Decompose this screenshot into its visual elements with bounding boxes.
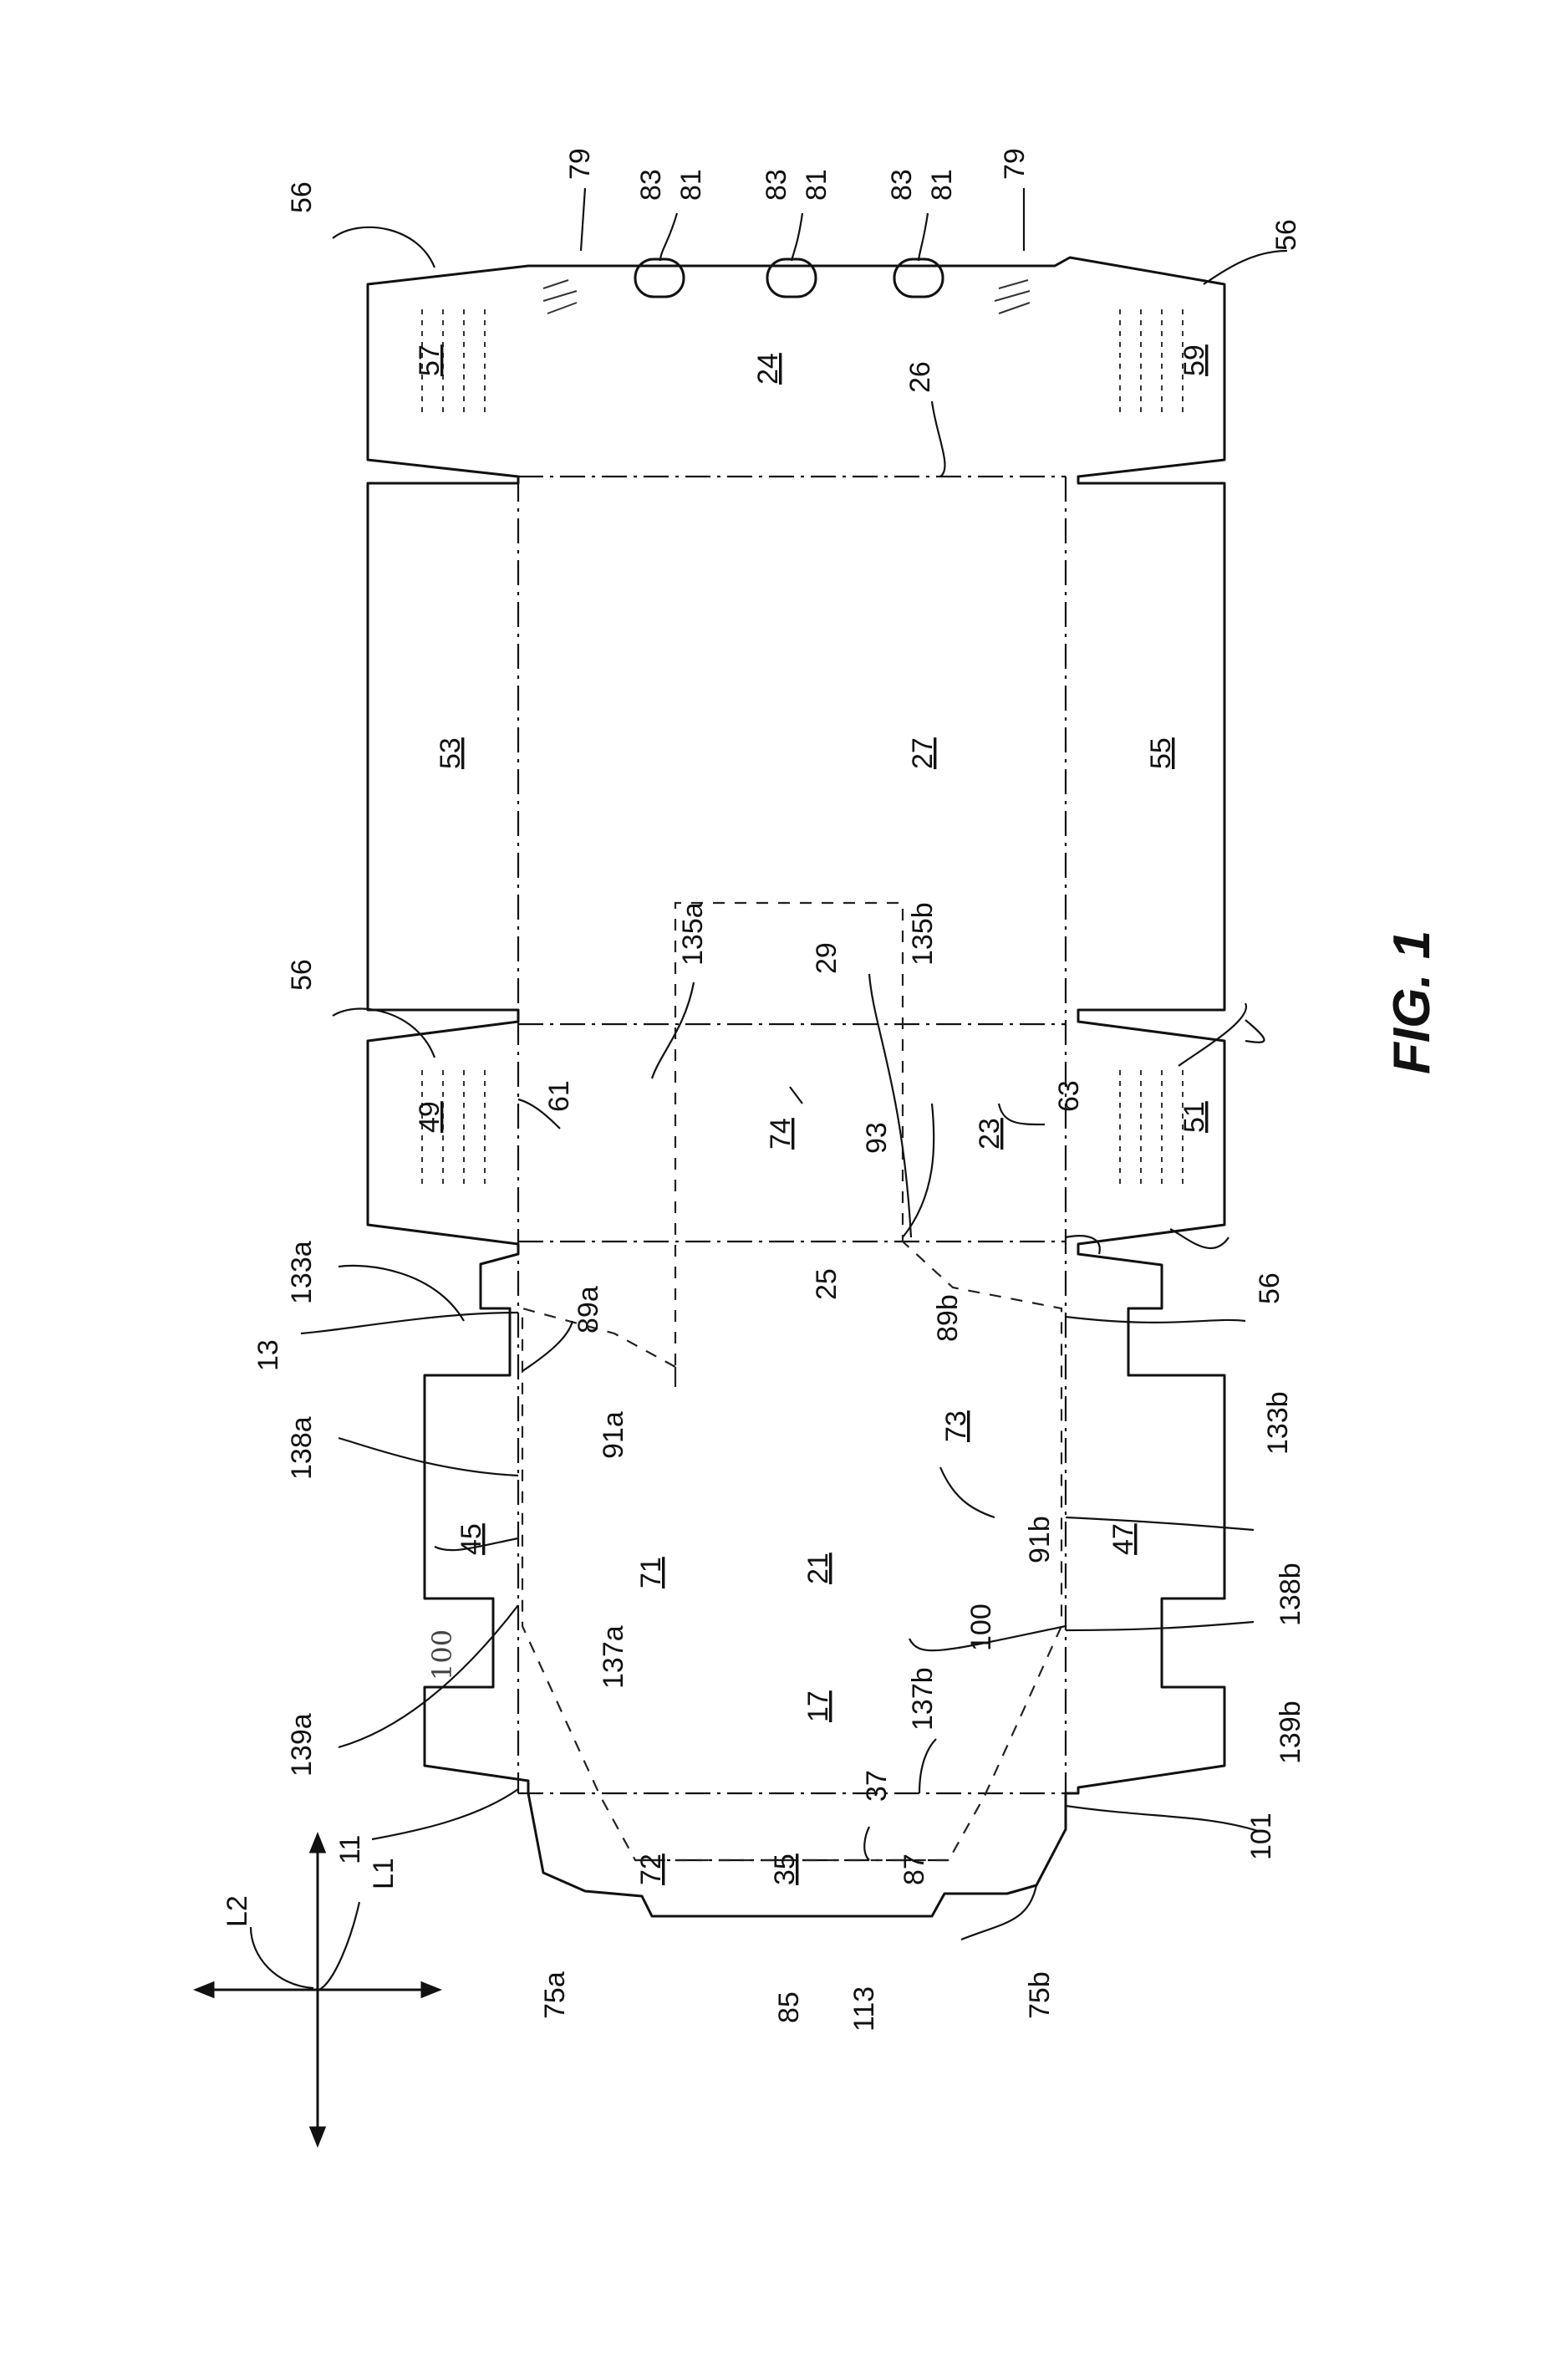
label-85: 85 [773, 1991, 805, 2023]
label-135a: 135a [677, 902, 709, 966]
label-91a: 91a [598, 1411, 629, 1459]
label-72: 72 [635, 1853, 667, 1885]
label-89a: 89a [573, 1286, 604, 1333]
label-56-mid-right: 56 [1254, 1272, 1285, 1304]
label-101: 101 [1245, 1813, 1277, 1860]
label-55: 55 [1145, 737, 1177, 769]
label-133a: 133a [286, 1241, 318, 1304]
label-29: 29 [811, 942, 843, 974]
label-135b: 135b [907, 902, 939, 966]
label-75a: 75a [539, 1971, 571, 2019]
label-133b: 133b [1262, 1391, 1294, 1455]
label-81-2: 81 [801, 169, 832, 201]
label-24: 24 [752, 353, 784, 385]
label-87: 87 [899, 1853, 930, 1885]
label-53: 53 [435, 737, 466, 769]
label-75b: 75b [1024, 1971, 1056, 2019]
label-137a: 137a [598, 1625, 629, 1689]
label-138a: 138a [286, 1416, 318, 1480]
label-79-left: 79 [564, 148, 596, 180]
label-56-mid-left: 56 [286, 959, 318, 991]
label-74: 74 [765, 1118, 797, 1150]
axis-label-L2: L2 [221, 1895, 253, 1927]
label-137b: 137b [907, 1667, 939, 1731]
tear-window-perforation [522, 1242, 1061, 1860]
label-27: 27 [907, 737, 939, 769]
label-71: 71 [635, 1557, 667, 1588]
label-47: 47 [1107, 1523, 1139, 1555]
blank-outline [368, 257, 1224, 1916]
label-83-1: 83 [635, 169, 667, 201]
label-63: 63 [1053, 1080, 1085, 1112]
label-56-top-right: 56 [1270, 219, 1302, 251]
label-100: 100 [965, 1604, 997, 1651]
label-83-2: 83 [761, 169, 792, 201]
label-11: 11 [334, 1835, 366, 1864]
axis-label-L1: L1 [368, 1858, 400, 1889]
label-81-1: 81 [675, 169, 707, 201]
label-37: 37 [861, 1770, 893, 1802]
label-23: 23 [974, 1118, 1005, 1150]
label-93: 93 [861, 1122, 893, 1154]
direction-arrows [196, 1835, 439, 2144]
label-45: 45 [456, 1523, 487, 1555]
label-56-top-left: 56 [286, 181, 318, 213]
label-59: 59 [1179, 344, 1210, 376]
label-51: 51 [1179, 1101, 1210, 1133]
label-73: 73 [940, 1410, 972, 1442]
label-13: 13 [252, 1339, 284, 1371]
glue-patterns [422, 309, 1183, 1187]
label-17: 17 [802, 1690, 834, 1722]
label-61: 61 [543, 1080, 575, 1112]
label-113: 113 [848, 1986, 880, 2032]
label-57: 57 [414, 344, 445, 376]
label-139b: 139b [1275, 1700, 1306, 1764]
label-25: 25 [811, 1268, 843, 1300]
label-35: 35 [769, 1853, 801, 1885]
label-26: 26 [904, 361, 936, 393]
figure-title: FIG. 1 [1383, 931, 1441, 1074]
label-21: 21 [802, 1553, 834, 1584]
label-81-3: 81 [926, 169, 958, 201]
panel-labels: 56 79 83 81 83 81 83 81 79 56 57 24 26 5… [221, 148, 1441, 2032]
label-49: 49 [414, 1101, 445, 1133]
label-83-3: 83 [886, 169, 918, 201]
label-91b: 91b [1024, 1516, 1056, 1563]
label-79-right: 79 [999, 148, 1031, 180]
handwritten-100: 100 [426, 1629, 458, 1680]
label-138b: 138b [1275, 1563, 1306, 1626]
label-89b: 89b [932, 1294, 964, 1342]
label-139a: 139a [286, 1713, 318, 1777]
